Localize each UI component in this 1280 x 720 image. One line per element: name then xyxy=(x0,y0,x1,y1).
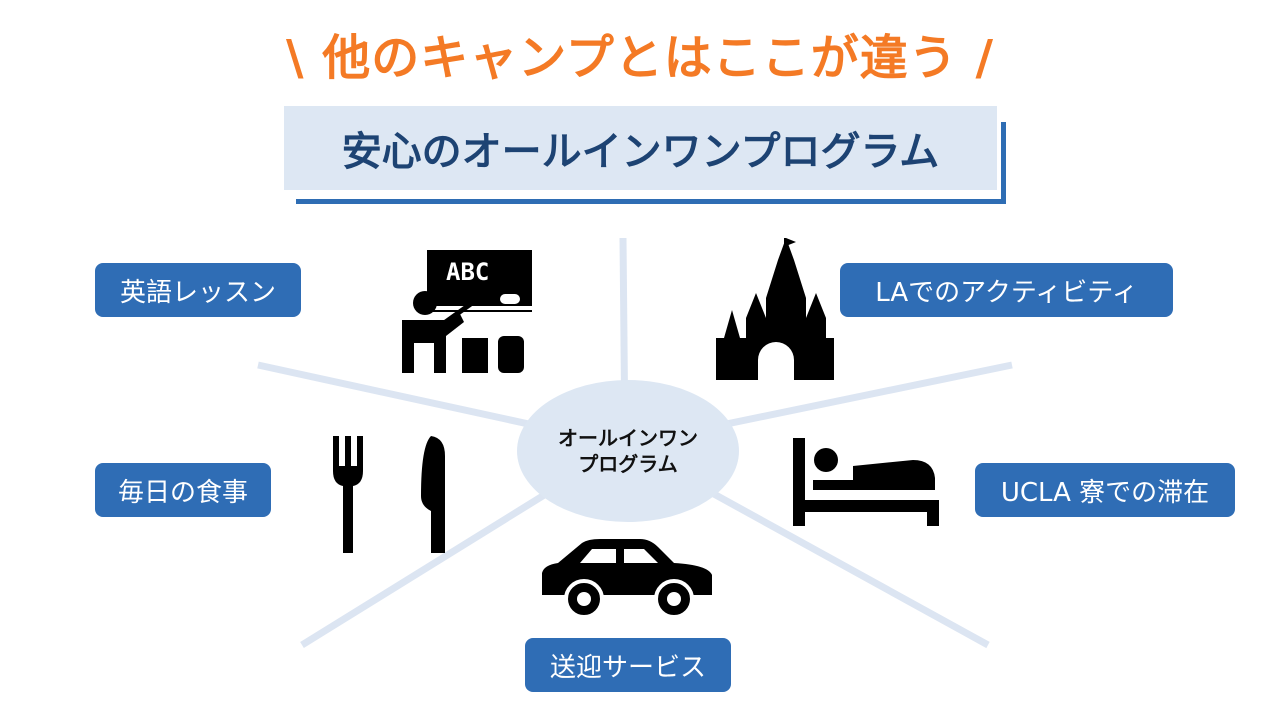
blackboard-text: ABC xyxy=(446,258,489,286)
label-english-lessons: 英語レッスン xyxy=(95,263,301,317)
page-title: 安心のオールインワンプログラム xyxy=(341,129,940,175)
teacher-icon: ABC xyxy=(402,250,532,373)
label-transport-service: 送迎サービス xyxy=(525,638,731,692)
hub-line-1: オールインワン xyxy=(558,426,698,450)
label-daily-meals: 毎日の食事 xyxy=(95,463,271,517)
bed-icon xyxy=(793,438,939,526)
hub-line-2: プログラム xyxy=(578,452,678,476)
label-ucla-dorm: UCLA 寮での滞在 xyxy=(975,463,1235,517)
hub-ellipse: オールインワンプログラム xyxy=(517,380,739,522)
headline: \ 他のキャンプとはここが違う / xyxy=(285,30,995,86)
car-icon xyxy=(542,539,712,619)
title-frame xyxy=(296,122,1006,204)
label-la-activities: LAでのアクティビティ xyxy=(840,263,1173,317)
fork-knife-icon xyxy=(333,436,445,553)
title-box: 安心のオールインワンプログラム xyxy=(284,106,997,190)
castle-icon xyxy=(716,238,834,380)
